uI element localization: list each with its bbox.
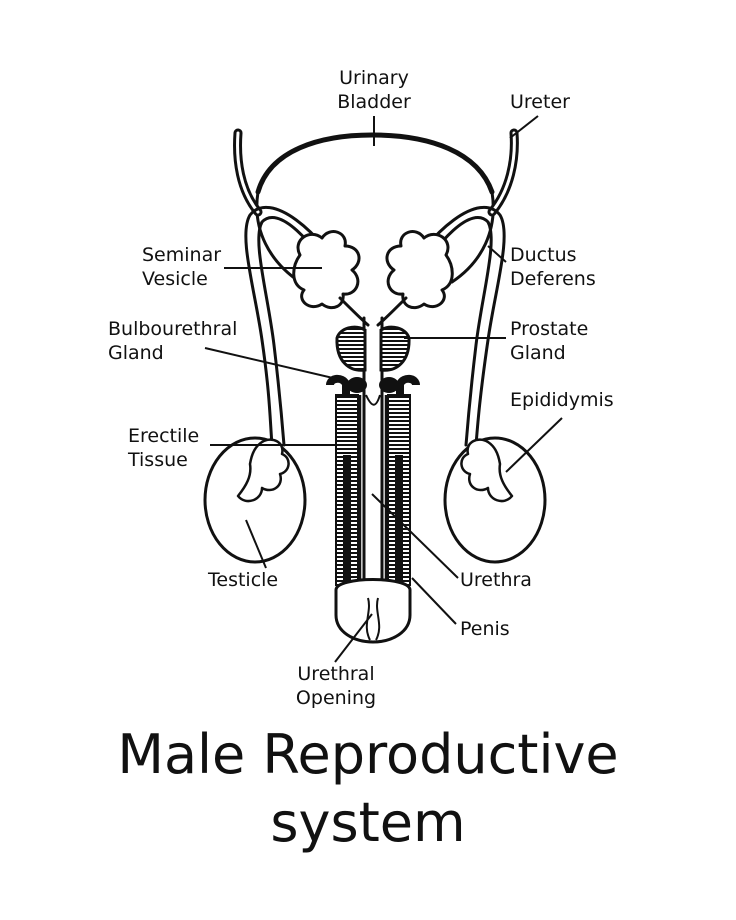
label-urethral-opening-line1: Urethral (297, 663, 375, 685)
epididymis-left (236, 438, 290, 503)
label-ductus-deferens-line2: Deferens (510, 268, 596, 290)
label-urinary-bladder-line2: Bladder (337, 91, 411, 113)
label-seminar-vesicle: Seminar Vesicle (142, 243, 221, 291)
label-erectile-tissue-line1: Erectile (128, 425, 200, 447)
seminal-vesicle-left (292, 230, 361, 310)
label-urethra-line1: Urethra (460, 569, 532, 591)
label-bulbourethral-gland: Bulbourethral Gland (108, 317, 237, 365)
label-erectile-tissue: Erectile Tissue (128, 424, 199, 472)
label-prostate-gland: Prostate Gland (510, 317, 588, 365)
label-penis: Penis (460, 617, 510, 641)
label-urethral-opening: Urethral Opening (276, 662, 396, 710)
label-seminar-vesicle-line2: Vesicle (142, 268, 208, 290)
title-line2: system (270, 791, 466, 854)
label-penis-line1: Penis (460, 618, 510, 640)
ductus-deferens-right (398, 205, 506, 447)
label-prostate-gland-line2: Gland (510, 342, 566, 364)
leader-urethral-opening (334, 613, 373, 663)
label-bulbourethral-gland-line2: Gland (108, 342, 164, 364)
leader-ductus-deferens (487, 245, 507, 263)
urinary-bladder (255, 132, 495, 195)
label-urinary-bladder-line1: Urinary (339, 67, 409, 89)
label-erectile-tissue-line2: Tissue (128, 449, 188, 471)
label-urethral-opening-line2: Opening (295, 687, 377, 709)
leader-testicle (245, 519, 267, 569)
ductus-deferens-left (244, 205, 352, 447)
leader-penis (411, 577, 457, 625)
bulbourethral-glands (347, 377, 399, 393)
leader-bulbourethral (204, 347, 351, 383)
label-prostate-gland-line1: Prostate (510, 318, 589, 340)
leader-epididymis (505, 417, 563, 473)
seminal-vesicle-right (385, 230, 454, 310)
label-epididymis: Epididymis (510, 388, 614, 412)
leader-urethra (371, 493, 459, 579)
label-ureter: Ureter (510, 90, 570, 114)
label-epididymis-line1: Epididymis (510, 389, 614, 411)
title-line1: Male Reproductive (117, 723, 619, 786)
label-seminar-vesicle-line1: Seminar (142, 244, 222, 266)
label-ductus-deferens: Ductus Deferens (510, 243, 596, 291)
label-bulbourethral-gland-line1: Bulbourethral (108, 318, 238, 340)
label-urinary-bladder: Urinary Bladder (324, 66, 424, 114)
urethra-tube (362, 316, 384, 602)
prostate-gland (335, 325, 411, 372)
epididymis-right (460, 438, 514, 503)
label-testicle-line1: Testicle (208, 569, 279, 591)
label-ductus-deferens-line1: Ductus (510, 244, 577, 266)
penis (326, 374, 420, 644)
glans (334, 578, 412, 644)
label-ureter-line1: Ureter (510, 91, 570, 113)
label-urethra: Urethra (460, 568, 532, 592)
label-testicle: Testicle (208, 568, 278, 592)
leader-ureter (509, 115, 539, 139)
